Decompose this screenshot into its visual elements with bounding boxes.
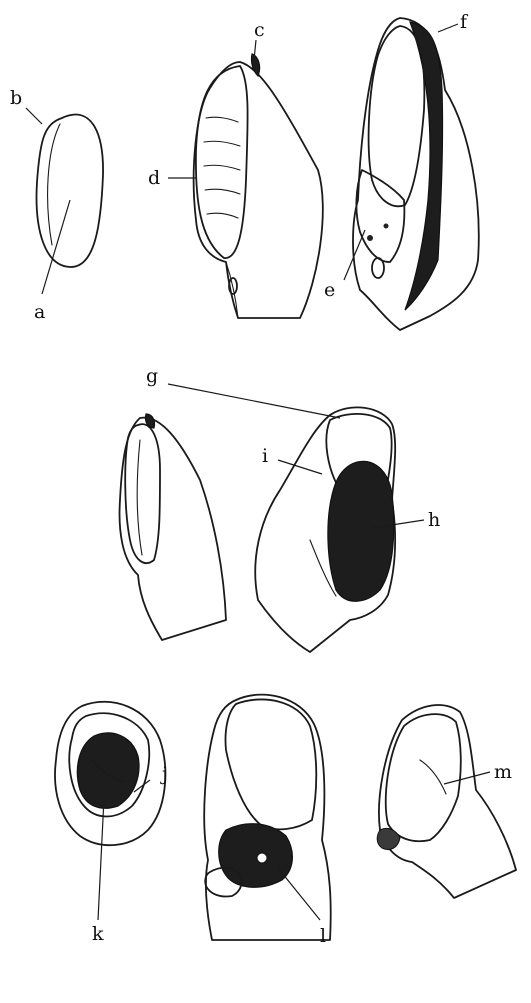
label-g: g — [146, 365, 158, 387]
label-b: b — [10, 87, 22, 109]
leader-lines-row3b — [278, 868, 320, 920]
label-j: j — [160, 763, 168, 785]
label-d: d — [148, 167, 160, 189]
label-a: a — [34, 301, 45, 323]
specimen-ridged-c-d — [194, 54, 323, 318]
specimen-cavity-h-i — [255, 407, 395, 652]
leader-lines-row1b — [168, 40, 256, 178]
label-h: h — [428, 509, 440, 531]
label-k: k — [92, 923, 104, 945]
label-c: c — [254, 19, 265, 41]
label-l: l — [320, 925, 326, 947]
specimen-large-l — [204, 695, 330, 940]
specimen-round-j-k — [55, 702, 165, 845]
label-f: f — [460, 11, 469, 33]
label-i: i — [262, 445, 268, 467]
leader-lines-row3c — [444, 772, 490, 784]
specimen-narrow-g — [120, 414, 226, 640]
specimen-tall-e-f — [353, 18, 479, 330]
label-m: m — [494, 761, 512, 783]
label-e: e — [324, 279, 335, 301]
specimen-oval-a-b — [37, 115, 104, 267]
specimen-angled-m — [377, 705, 516, 898]
